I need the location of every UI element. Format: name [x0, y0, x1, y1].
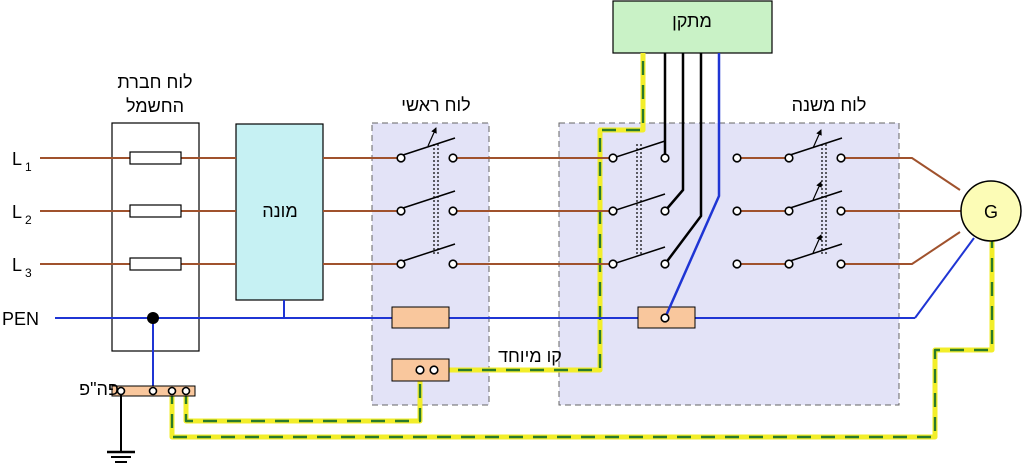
meter-label: מונה: [262, 201, 297, 221]
phase-label-2: L 2: [12, 202, 32, 227]
svg-text:L: L: [12, 202, 22, 222]
earth-bar-terminals: [116, 386, 191, 396]
transfer-contacts: [608, 153, 670, 323]
svg-text:1: 1: [25, 160, 32, 174]
svg-text:3: 3: [25, 266, 32, 280]
switch-icon: [789, 243, 843, 262]
svg-text:L: L: [12, 149, 22, 169]
generator-icon: [960, 180, 1022, 242]
meter-box: [235, 123, 324, 301]
switch-icon: [612, 140, 666, 159]
phase-label-3: L 3: [12, 255, 32, 280]
svg-text:L: L: [12, 255, 22, 275]
switch-icon: [789, 137, 843, 156]
utility-panel-title-line2: החשמל: [126, 96, 184, 116]
device-box: [612, 0, 773, 54]
fuses: [129, 151, 182, 271]
subpanel-contacts: [732, 153, 846, 269]
earth-bar-label: פה"פ: [79, 379, 119, 399]
switch-icon: [612, 246, 666, 265]
subpanel-switches: [789, 129, 843, 262]
switch-icon: [789, 190, 843, 209]
generator-label: G: [984, 202, 998, 222]
main-panel-contacts: [396, 153, 458, 375]
fuse-icon: [129, 257, 182, 271]
subpanel-title: לוח משנה: [792, 95, 867, 115]
main-panel-neutral-terminal: [391, 306, 450, 329]
device-feeds: [663, 53, 721, 319]
switch-icon: [402, 137, 456, 156]
transfer-switches: [612, 140, 666, 265]
fuse-icon: [129, 151, 182, 165]
device-label: מתקן: [672, 11, 712, 31]
phase-label-1: L 1: [12, 149, 32, 174]
utility-panel-title-line1: לוח חברת: [117, 72, 192, 92]
switch-icon: [402, 243, 456, 262]
special-line-label: קו מיוחד: [498, 346, 562, 366]
ground-symbol-icon: [107, 394, 135, 463]
switch-icon: [402, 190, 456, 209]
main-panel-title: לוח ראשי: [401, 95, 470, 115]
main-panel-switches: [402, 127, 456, 262]
svg-text:2: 2: [25, 213, 32, 227]
pen-junction: [147, 312, 159, 324]
switch-icon: [612, 193, 666, 212]
pen-label: PEN: [2, 309, 39, 329]
earth-conductors: [169, 53, 995, 440]
fuse-icon: [129, 204, 182, 218]
neutral-lines: [55, 237, 975, 390]
